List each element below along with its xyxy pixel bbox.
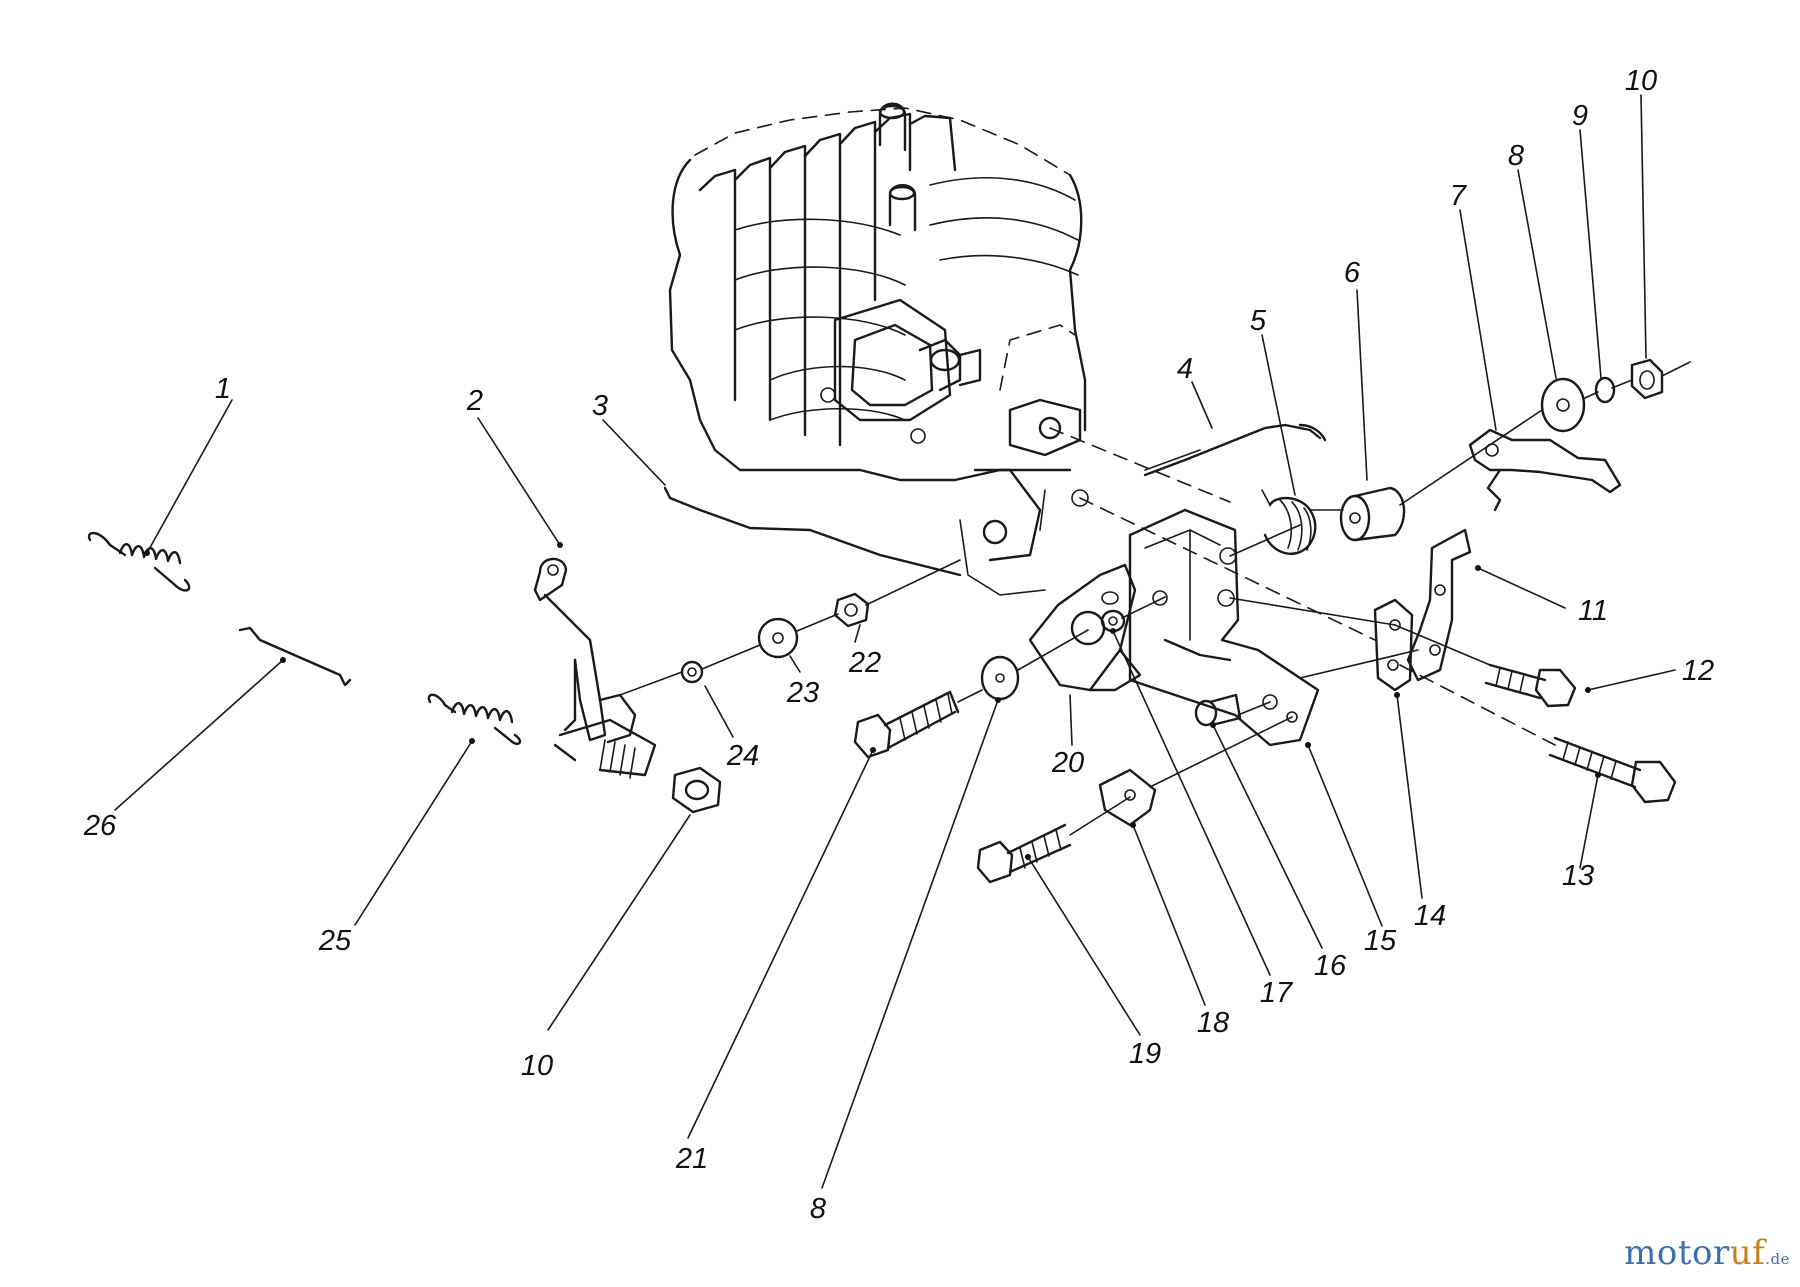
part-10-nut [671, 766, 722, 814]
part-label-19: 19 [1129, 1038, 1161, 1070]
part-label-14: 14 [1414, 900, 1446, 932]
part-label-10: 10 [1625, 65, 1657, 97]
watermark-brand-part1: motor [1624, 1233, 1730, 1273]
part-label-9: 9 [1572, 100, 1588, 132]
part-label-13: 13 [1562, 860, 1594, 892]
part-18-clamp [1098, 768, 1157, 827]
part-8-washer [1540, 377, 1586, 433]
assembly-lines [619, 361, 1691, 836]
part-label-8-lower: 8 [810, 1193, 826, 1225]
part-label-8: 8 [1508, 140, 1524, 172]
part-14-bracket [1373, 598, 1414, 692]
part-1-spring [87, 531, 191, 592]
part-8-washer [980, 655, 1020, 701]
part-label-1: 1 [215, 373, 231, 405]
part-4-cable [1143, 423, 1327, 477]
part-label-26: 26 [83, 810, 117, 842]
part-label-2: 2 [466, 385, 483, 417]
part-9-lock-washer [1594, 376, 1616, 404]
part-label-21: 21 [675, 1143, 708, 1175]
part-26-link-rod [238, 626, 352, 687]
part-10-nut [1630, 358, 1664, 400]
part-label-15: 15 [1364, 925, 1397, 957]
part-19-screw [976, 823, 1072, 884]
part-label-3: 3 [592, 390, 608, 422]
part-label-16: 16 [1314, 950, 1347, 982]
part-label-6: 6 [1344, 257, 1361, 289]
part-23-washer [757, 617, 799, 659]
part-21-bolt [853, 690, 960, 759]
watermark-brand-part2: uf [1729, 1233, 1766, 1273]
part-label-18: 18 [1197, 1007, 1229, 1039]
part-label-20: 20 [1051, 747, 1084, 779]
part-label-17: 17 [1260, 977, 1294, 1009]
part-label-23: 23 [786, 677, 819, 709]
part-label-10-lower: 10 [521, 1050, 553, 1082]
part-label-25: 25 [318, 925, 352, 957]
part-7-lever [1468, 428, 1622, 512]
part-16-pin [1194, 693, 1242, 727]
part-label-24: 24 [726, 740, 759, 772]
part-11-bracket [1406, 528, 1472, 682]
part-13-bolt [1548, 736, 1677, 804]
part-2-lever [533, 557, 657, 779]
part-20-bracket [1028, 563, 1142, 692]
part-3-link-rod [663, 486, 962, 577]
part-labels: 1 2 3 4 5 6 7 8 9 10 11 12 13 14 15 16 1… [83, 65, 1714, 1225]
watermark-tld: .de [1765, 1250, 1790, 1268]
part-24-washer [680, 660, 704, 684]
engine-block-drawing [668, 102, 1089, 596]
part-label-11: 11 [1578, 595, 1608, 627]
part-label-22: 22 [848, 647, 881, 679]
part-15-plate [1128, 508, 1320, 747]
part-label-7: 7 [1450, 180, 1468, 212]
part-label-4: 4 [1177, 353, 1193, 385]
part-22-nut [833, 592, 870, 628]
part-12-screw [1484, 663, 1577, 708]
part-25-spring [427, 693, 522, 745]
leader-lines [114, 94, 1676, 1189]
part-label-5: 5 [1250, 305, 1267, 337]
part-5-spring [1261, 489, 1317, 555]
watermark-logo: motoruf.de [1624, 1233, 1790, 1273]
part-label-12: 12 [1682, 655, 1714, 687]
part-6-bushing [1339, 486, 1406, 542]
